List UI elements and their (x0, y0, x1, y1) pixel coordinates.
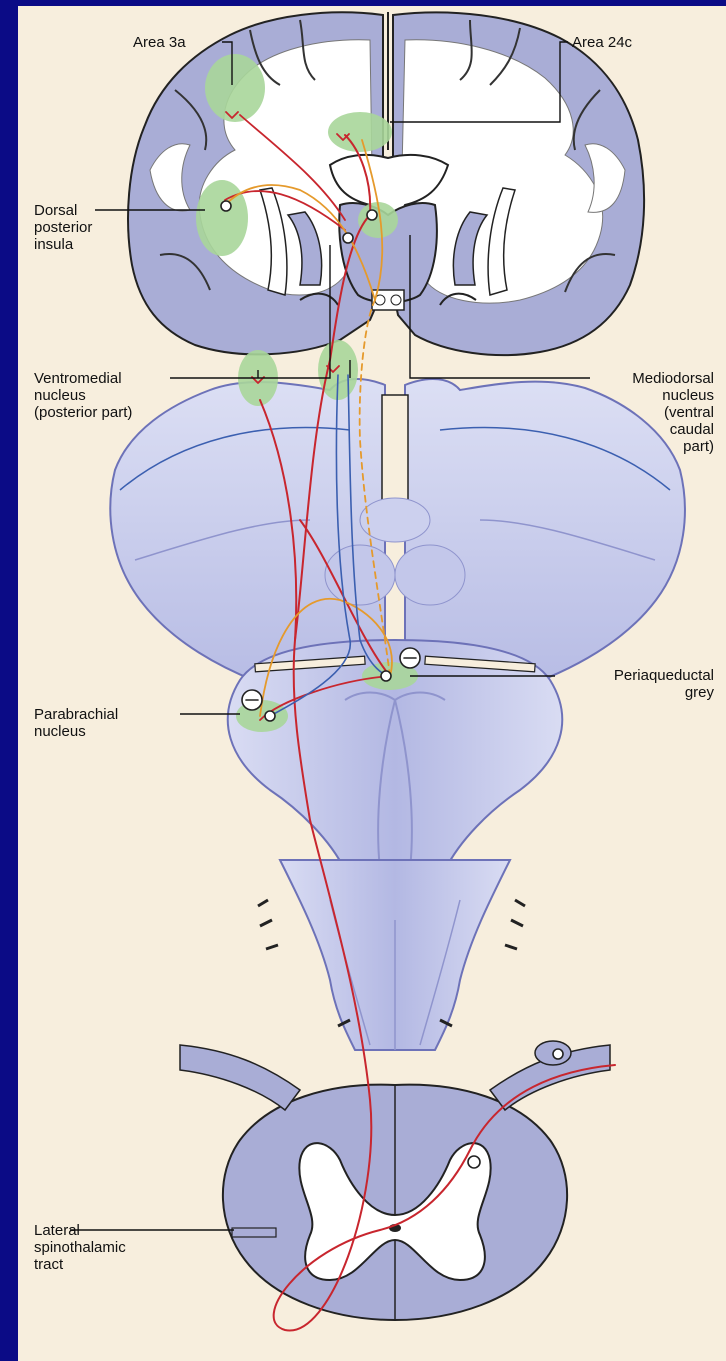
spinal-cord-section (180, 1041, 610, 1320)
label-area-24c: Area 24c (572, 34, 632, 51)
dorsal-insula-nucleus (196, 180, 248, 256)
label-parabrachial-nucleus: Parabrachial nucleus (34, 706, 118, 740)
label-mediodorsal-nucleus: Mediodorsal nucleus (ventral caudal part… (632, 370, 714, 455)
label-area-3a: Area 3a (133, 34, 186, 51)
lateral-spinothalamic-tract-marker (232, 1228, 276, 1237)
label-dorsal-posterior-insula: Dorsal posterior insula (34, 202, 92, 253)
brainstem-cerebellum (110, 340, 685, 1050)
coronal-brain-section (128, 12, 644, 355)
label-ventromedial-nucleus: Ventromedial nucleus (posterior part) (34, 370, 132, 421)
label-periaqueductal-grey: Periaqueductal grey (614, 667, 714, 701)
area-24c-nucleus (328, 112, 392, 152)
label-lateral-spinothalamic-tract: Lateral spinothalamic tract (34, 1222, 126, 1273)
area-3a-nucleus (205, 54, 265, 122)
